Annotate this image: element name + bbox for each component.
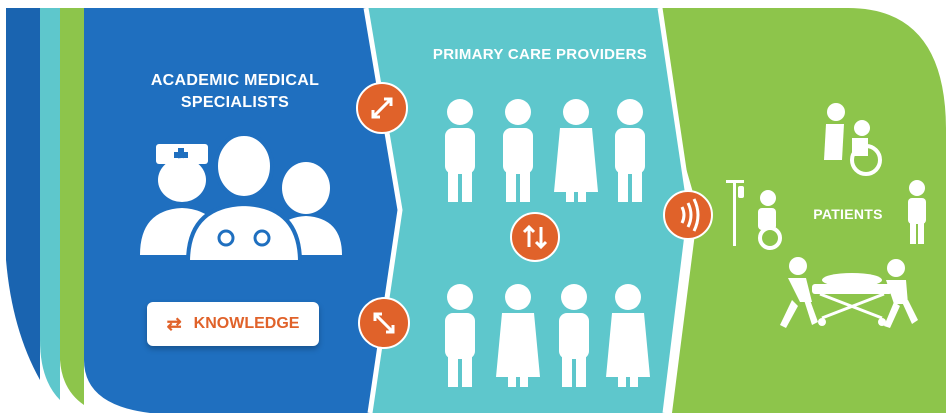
provider-figure (503, 99, 533, 202)
patients-title: PATIENTS (813, 206, 883, 222)
provider-figure (445, 284, 475, 387)
provider-figure (445, 99, 475, 202)
standing-patient-icon (908, 180, 926, 244)
academic-specialists-title: ACADEMIC MEDICAL SPECIALISTS (150, 72, 320, 111)
specialists-group-icon (140, 132, 342, 264)
teal-back-band (40, 8, 60, 400)
patients-icons (726, 103, 926, 328)
caregiver-wheelchair-icon (824, 103, 882, 176)
teal-primary-panel (360, 8, 690, 413)
stretcher-transport-icon (780, 257, 918, 328)
bottom-diagonal-connector[interactable] (358, 297, 410, 349)
blue-left-edge-band (6, 8, 40, 380)
knowledge-label: KNOWLEDGE (193, 315, 300, 332)
vertical-exchange-connector[interactable] (510, 212, 560, 262)
provider-figure (554, 99, 598, 202)
top-diagonal-connector[interactable] (356, 82, 408, 134)
double-arrow-icon: ⇄ (166, 313, 182, 334)
patient-signal-connector[interactable] (663, 190, 713, 240)
primary-care-title: PRIMARY CARE PROVIDERS (432, 46, 648, 63)
provider-figure (606, 284, 650, 387)
provider-figure (496, 284, 540, 387)
primary-care-row-bottom (445, 284, 650, 387)
provider-figure (615, 99, 645, 202)
primary-care-row-top (445, 99, 645, 202)
knowledge-button[interactable]: ⇄ KNOWLEDGE (147, 302, 319, 346)
provider-figure (559, 284, 589, 387)
iv-wheelchair-patient-icon (726, 180, 782, 250)
green-back-band (60, 8, 84, 405)
